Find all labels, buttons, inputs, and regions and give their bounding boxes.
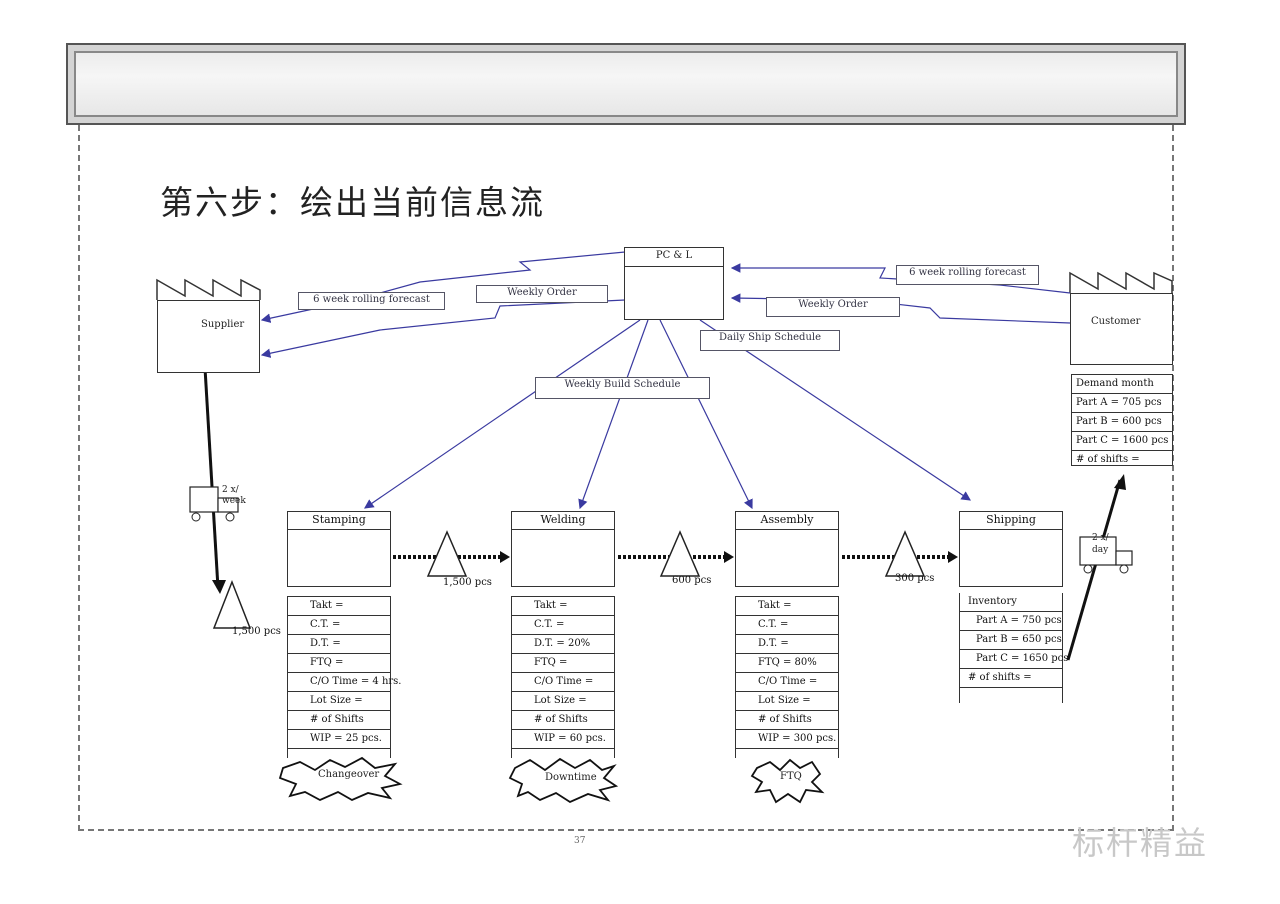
- data-row: Takt =: [288, 597, 390, 616]
- kaizen-burst-1: [278, 756, 403, 802]
- data-box-stamping: Takt = C.T. = D.T. = FTQ = C/O Time = 4 …: [287, 596, 401, 758]
- process-name: Stamping: [288, 513, 390, 530]
- data-row: C.T. =: [288, 616, 390, 635]
- data-row: D.T. =: [288, 635, 390, 654]
- customer-data-row: Part B = 600 pcs: [1072, 413, 1172, 432]
- data-box-welding: Takt = C.T. = D.T. = 20% FTQ = C/O Time …: [511, 596, 615, 758]
- page-number: 37: [574, 836, 586, 846]
- supplier-inventory-label: 1,500 pcs: [232, 626, 281, 637]
- data-row: WIP = 25 pcs.: [288, 730, 390, 749]
- kaizen-burst-3: [750, 758, 825, 804]
- data-row: C.T. =: [736, 616, 838, 635]
- data-row: # of shifts =: [960, 669, 1062, 688]
- data-row: WIP = 60 pcs.: [512, 730, 614, 749]
- customer-data-row: Part C = 1600 pcs: [1072, 432, 1172, 451]
- pc-control-box: PC & L: [624, 247, 724, 320]
- data-row: Part C = 1650 pcs: [960, 650, 1068, 669]
- data-row: D.T. = 20%: [512, 635, 614, 654]
- customer-data-box: Demand month Part A = 705 pcs Part B = 6…: [1071, 374, 1173, 466]
- data-row: Lot Size =: [736, 692, 838, 711]
- inventory-triangle-1: [426, 530, 468, 577]
- data-row: Inventory: [960, 593, 1062, 612]
- process-name: Assembly: [736, 513, 838, 530]
- process-box-welding: Welding: [511, 511, 615, 587]
- data-row: FTQ =: [512, 654, 614, 673]
- data-row: Lot Size =: [288, 692, 390, 711]
- customer-roof: [1069, 271, 1173, 293]
- customer-label: Customer: [1091, 316, 1141, 327]
- header-banner: [66, 43, 1186, 125]
- data-row: Takt =: [512, 597, 614, 616]
- data-row: FTQ = 80%: [736, 654, 838, 673]
- pc-label: PC & L: [625, 250, 723, 267]
- inventory-triangle-2: [659, 530, 701, 577]
- supplier-box: Supplier: [157, 300, 260, 373]
- supplier-truck-frequency: 2 x/ week: [222, 485, 246, 506]
- inventory-label-2: 600 pcs: [672, 575, 712, 586]
- data-box-assembly: Takt = C.T. = D.T. = FTQ = 80% C/O Time …: [735, 596, 839, 758]
- process-name: Shipping: [960, 513, 1062, 530]
- order-to-supplier-label: Weekly Order: [476, 285, 608, 303]
- weekly-build-schedule-label: Weekly Build Schedule: [535, 377, 710, 399]
- data-row: D.T. =: [736, 635, 838, 654]
- kaizen-label-downtime: Downtime: [545, 772, 597, 783]
- inventory-triangle-3: [884, 530, 926, 577]
- customer-data-row: # of shifts =: [1076, 454, 1140, 465]
- data-row: Part B = 650 pcs: [960, 631, 1062, 650]
- forecast-from-customer-label: 6 week rolling forecast: [896, 265, 1039, 285]
- slide-frame: [78, 125, 1174, 831]
- data-row: FTQ =: [288, 654, 390, 673]
- kaizen-label-changeover: Changeover: [318, 769, 380, 780]
- inventory-label-3: 300 pcs: [895, 573, 935, 584]
- order-from-customer-label: Weekly Order: [766, 297, 900, 317]
- data-row: C/O Time =: [512, 673, 614, 692]
- inventory-triangle-supplier: [212, 579, 252, 629]
- data-row: C.T. =: [512, 616, 614, 635]
- process-box-stamping: Stamping: [287, 511, 391, 587]
- data-row: # of Shifts: [288, 711, 390, 730]
- customer-data-row: Part A = 705 pcs: [1072, 394, 1172, 413]
- process-box-assembly: Assembly: [735, 511, 839, 587]
- kaizen-label-ftq: FTQ: [780, 771, 802, 782]
- data-row: C/O Time = 4 hrs.: [288, 673, 401, 692]
- data-row: Part A = 750 pcs: [960, 612, 1062, 631]
- data-row: Takt =: [736, 597, 838, 616]
- data-row: C/O Time =: [736, 673, 838, 692]
- inventory-label-1: 1,500 pcs: [443, 577, 492, 588]
- data-row: Lot Size =: [512, 692, 614, 711]
- data-row: WIP = 300 pcs.: [736, 730, 838, 749]
- page-title: 第六步：绘出当前信息流: [160, 183, 545, 222]
- customer-data-row: Demand month: [1072, 375, 1172, 394]
- data-box-shipping: Inventory Part A = 750 pcs Part B = 650 …: [959, 593, 1068, 703]
- supplier-roof: [156, 278, 261, 300]
- kaizen-burst-2: [508, 757, 619, 804]
- forecast-to-supplier-label: 6 week rolling forecast: [298, 292, 445, 310]
- data-row: # of Shifts: [512, 711, 614, 730]
- customer-box: Customer: [1070, 293, 1173, 365]
- watermark-text: 标杆精益: [1072, 824, 1209, 862]
- customer-truck-frequency: 2 x/ day: [1092, 533, 1109, 555]
- daily-ship-schedule-label: Daily Ship Schedule: [700, 330, 840, 351]
- data-row: # of Shifts: [736, 711, 838, 730]
- supplier-label: Supplier: [201, 319, 245, 330]
- process-name: Welding: [512, 513, 614, 530]
- process-box-shipping: Shipping: [959, 511, 1063, 587]
